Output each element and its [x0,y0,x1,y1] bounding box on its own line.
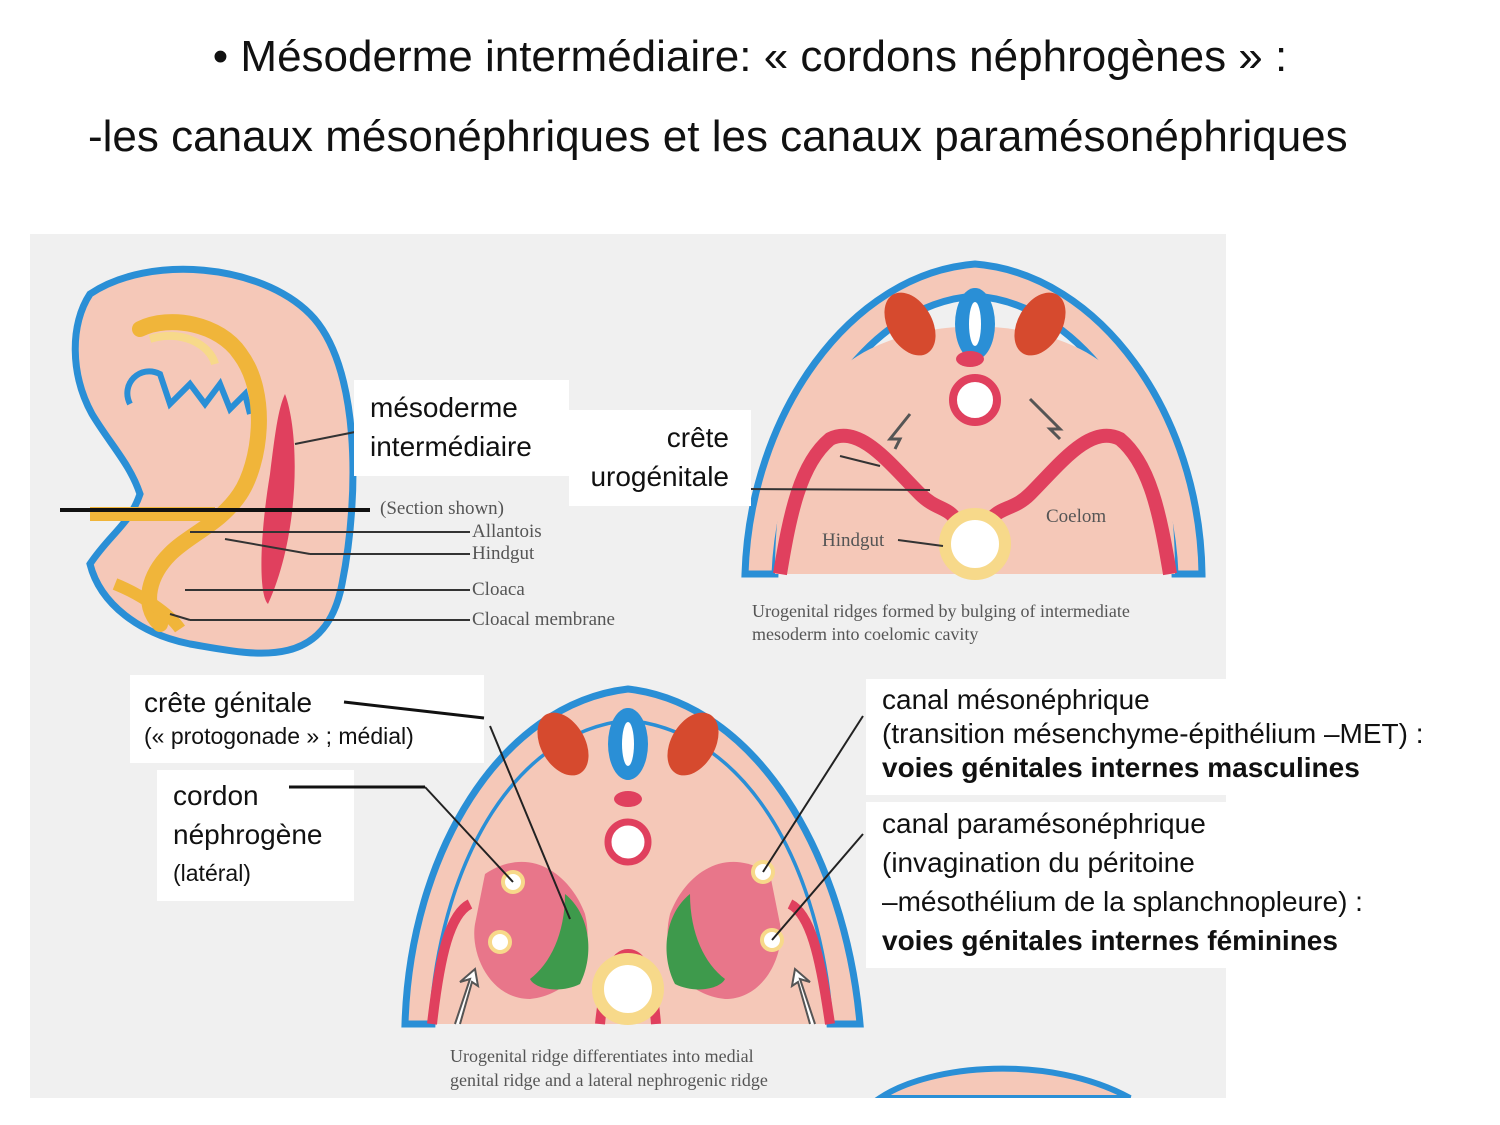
label-meso-line3: voies génitales internes masculines [882,752,1360,783]
label-cordon-nephrogene: cordon néphrogène (latéral) [157,770,354,901]
sagittal-embryo: (Section shown) Allantois Hindgut Cloaca… [60,265,615,657]
transverse-section-top: Hindgut Coelom Urogenital ridges formed … [741,260,1206,644]
label-crete-uro-line2: urogénitale [590,461,729,492]
label-canal-mesonephrique: canal mésonéphrique (transition mésenchy… [866,679,1496,795]
label-meso-line2: (transition mésenchyme-épithélium –MET) … [882,718,1424,749]
slide-subtitle: -les canaux mésonéphriques et les canaux… [88,112,1348,161]
label-meso-line1: canal mésonéphrique [882,684,1150,715]
label-parameso-line4: voies génitales internes féminines [882,925,1338,956]
label-hindgut: Hindgut [472,543,535,564]
caption-top-line1: Urogenital ridges formed by bulging of i… [752,601,1130,621]
label-hindgut-top: Hindgut [822,530,885,551]
embryo-figure: (Section shown) Allantois Hindgut Cloaca… [30,234,1226,1098]
label-mesoderme-line1: mésoderme [370,392,518,423]
label-crete-genitale-line1: crête génitale [144,687,313,718]
label-cloaca: Cloaca [472,579,525,600]
caption-top-line2: mesoderm into coelomic cavity [752,624,978,644]
label-cordon-line3: (latéral) [173,860,251,886]
label-allantois: Allantois [472,521,542,542]
label-crete-genitale-line2: (« protogonade » ; médial) [144,723,414,749]
label-parameso-line3: –mésothélium de la splanchnopleure) : [882,886,1363,917]
label-parameso-line1: canal paramésonéphrique [882,808,1206,839]
label-cordon-line1: cordon [173,780,259,811]
label-mesoderme-line2: intermédiaire [370,431,532,462]
label-cordon-line2: néphrogène [173,819,323,850]
label-crete-uro-line1: crête [666,422,729,453]
label-canal-paramesonephrique: canal paramésonéphrique (invagination du… [866,802,1446,968]
caption-bottom-line1: Urogenital ridge differentiates into med… [450,1046,754,1066]
transverse-section-bottom: Urogenital ridge differentiates into med… [401,685,864,1090]
label-parameso-line2: (invagination du péritoine [882,847,1195,878]
label-crete-urogenitale: crête urogénitale [569,410,751,506]
label-mesoderme-intermediaire: mésoderme intermédiaire [354,380,569,476]
label-section-shown: (Section shown) [380,498,504,519]
caption-bottom-line2: genital ridge and a lateral nephrogenic … [450,1070,768,1090]
partial-section-hint [874,1065,1132,1098]
slide-title: • Mésoderme intermédiaire: « cordons nép… [212,32,1288,81]
label-coelom: Coelom [1046,506,1106,527]
label-crete-genitale: crête génitale (« protogonade » ; médial… [130,675,484,763]
label-cloacal-membrane: Cloacal membrane [472,609,615,630]
embryo-illustration: (Section shown) Allantois Hindgut Cloaca… [60,260,1206,1098]
